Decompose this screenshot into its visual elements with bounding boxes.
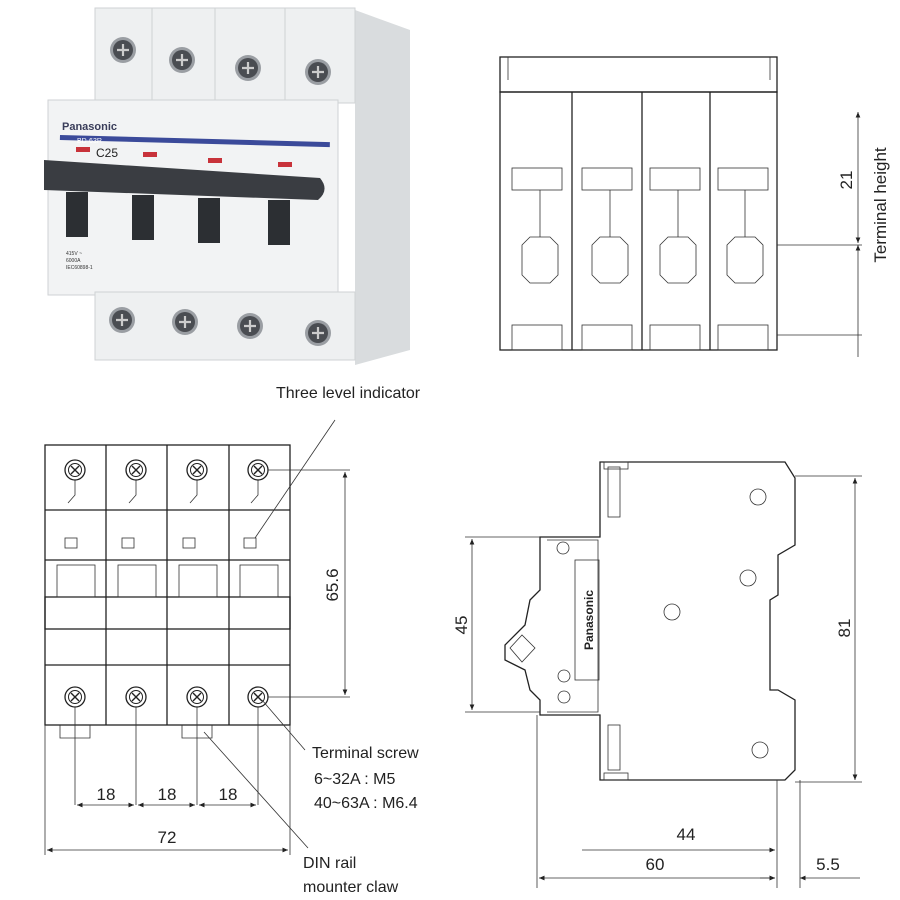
dim-pitch-2: 18 — [158, 785, 177, 804]
dim-pitch-1: 18 — [97, 785, 116, 804]
terminal-screw-icon — [186, 686, 208, 708]
terminal-screw-icon — [125, 686, 147, 708]
dim-65-6: 65.6 — [323, 568, 342, 601]
dim-terminal-height: 21 — [837, 171, 856, 190]
dim-5-5: 5.5 — [816, 855, 840, 874]
terminal-screw-icon — [303, 318, 333, 348]
svg-text:mounter claw: mounter claw — [303, 879, 399, 896]
terminal-screw-icon — [303, 57, 333, 87]
handle-bar — [44, 160, 325, 200]
dim-60: 60 — [646, 855, 665, 874]
terminal-screw-icon — [233, 53, 263, 83]
breaker-photo: Panasonic BD-63R C25 415V ~ 6000A IEC608… — [44, 7, 410, 365]
dim-44: 44 — [677, 825, 696, 844]
label-terminal-height: Terminal height — [871, 147, 890, 263]
terminal-screw-icon — [108, 35, 138, 65]
photo-model: BD-63R — [77, 138, 102, 145]
terminal-screw-icon — [167, 45, 197, 75]
svg-text:IEC60898-1: IEC60898-1 — [66, 265, 93, 271]
terminal-screw-icon — [247, 459, 269, 481]
front-view-drawing: Three level indicator 65.6 18 18 18 72 T… — [44, 385, 421, 896]
callout-din-rail-claw: DIN rail — [303, 855, 356, 872]
side-view-drawing: Panasonic 45 81 44 60 5.5 — [452, 461, 862, 888]
photo-rating: C25 — [96, 146, 118, 160]
svg-text:6~32A : M5: 6~32A : M5 — [314, 771, 395, 788]
terminal-screw-icon — [64, 459, 86, 481]
photo-brand: Panasonic — [62, 121, 117, 133]
svg-text:415V ~: 415V ~ — [66, 251, 82, 257]
svg-text:6000A: 6000A — [66, 258, 81, 264]
side-brand-label: Panasonic — [582, 590, 596, 650]
dim-45: 45 — [452, 616, 471, 635]
callout-terminal-screw: Terminal screw — [312, 745, 419, 762]
top-view-drawing: 21 Terminal height — [499, 56, 890, 357]
terminal-screw-icon — [170, 307, 200, 337]
terminal-screw-icon — [186, 459, 208, 481]
terminal-screw-icon — [235, 311, 265, 341]
dim-pitch-3: 18 — [219, 785, 238, 804]
svg-text:40~63A : M6.4: 40~63A : M6.4 — [314, 795, 418, 812]
dim-81: 81 — [835, 619, 854, 638]
terminal-screw-icon — [64, 686, 86, 708]
dim-width-72: 72 — [158, 828, 177, 847]
terminal-screw-icon — [125, 459, 147, 481]
callout-three-level-indicator: Three level indicator — [276, 385, 421, 402]
terminal-screw-icon — [107, 305, 137, 335]
